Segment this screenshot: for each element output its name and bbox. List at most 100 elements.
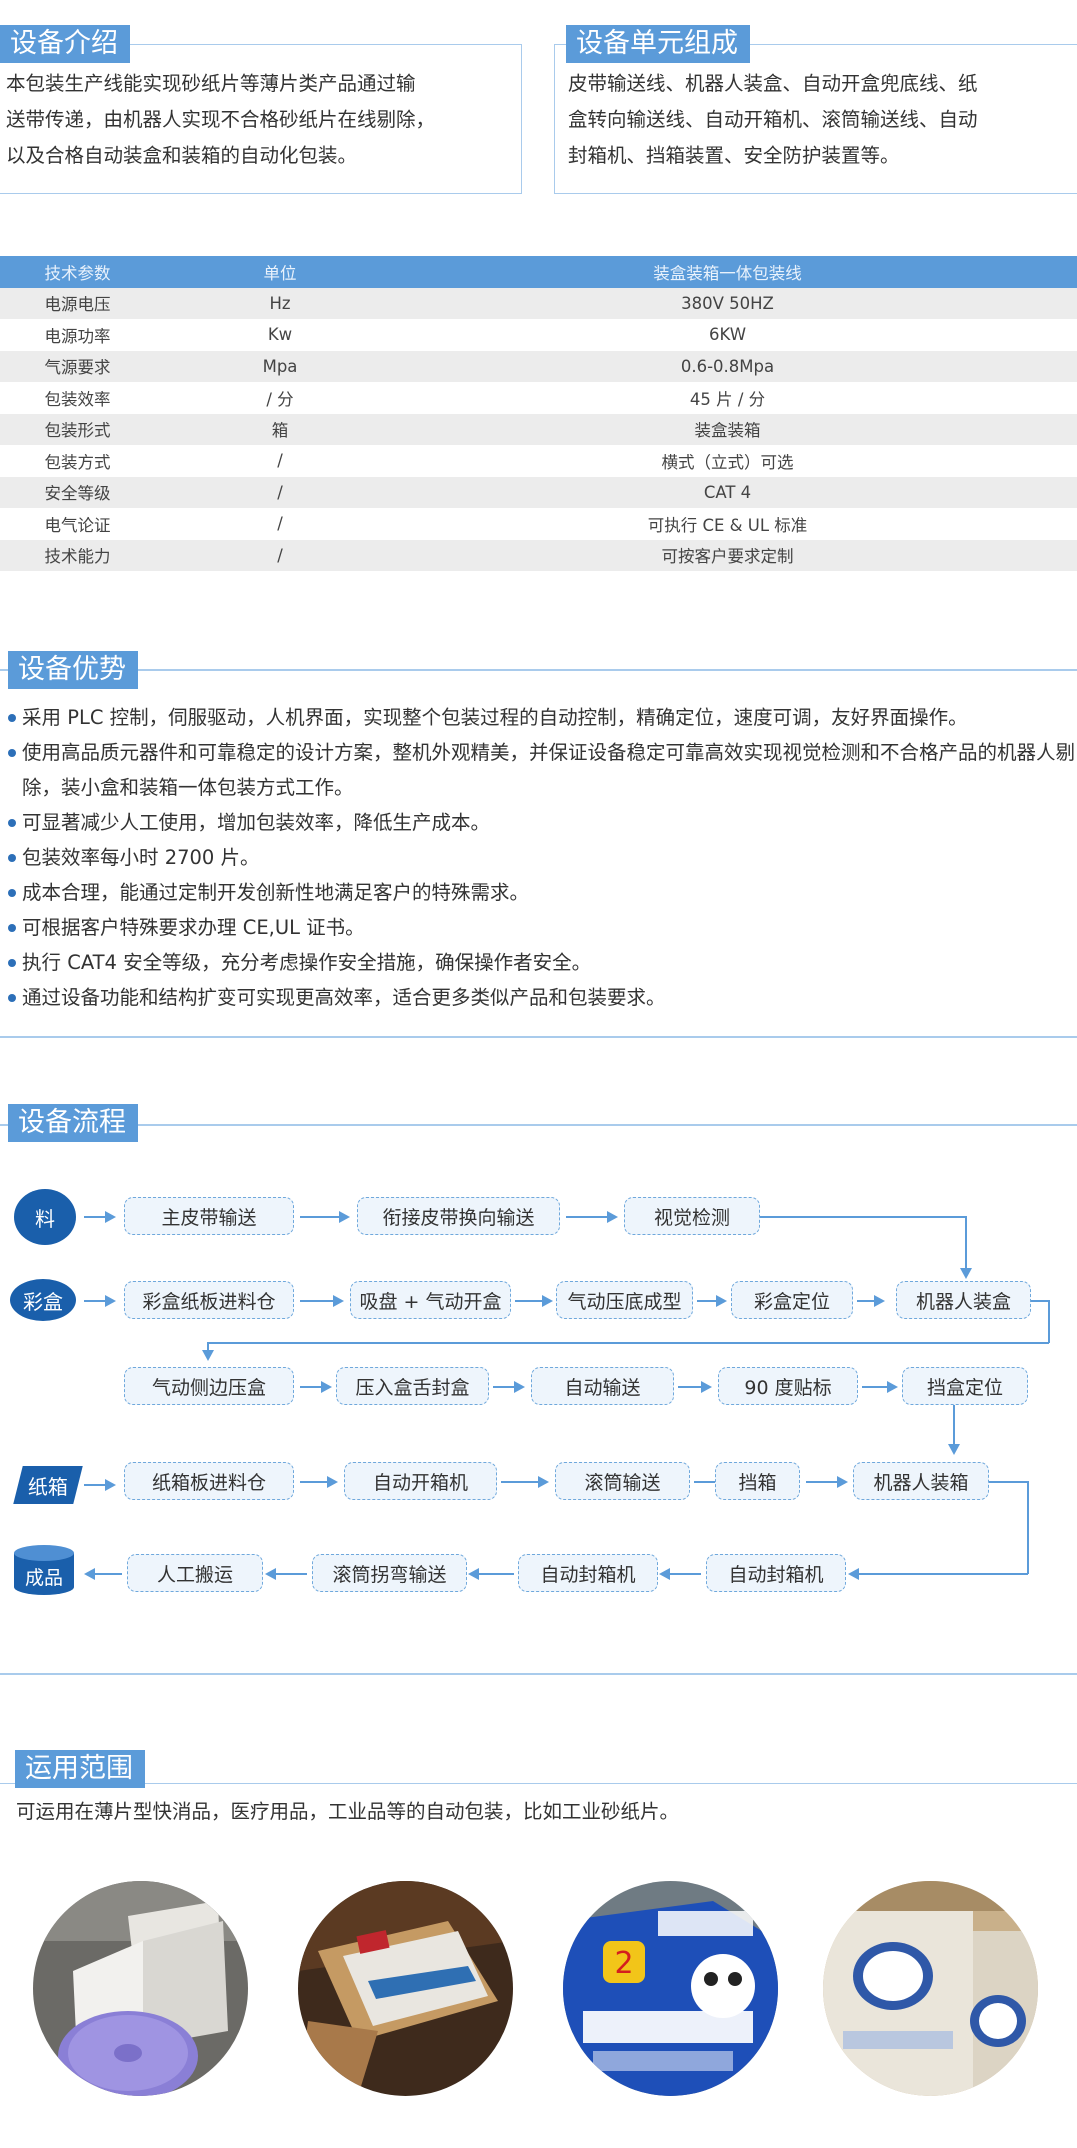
flow-arrow — [806, 1476, 848, 1488]
cell: 380V 50HZ — [681, 293, 774, 313]
divider — [0, 1036, 1077, 1038]
header-value: 装盒装箱一体包装线 — [653, 263, 802, 283]
flow-step: 自动封箱机 — [706, 1554, 846, 1592]
advantages-rule — [0, 669, 1077, 671]
cell: 电源功率 — [44, 326, 111, 346]
carton-label: 纸箱 — [28, 1474, 68, 1499]
flow-step: 自动开箱机 — [344, 1462, 497, 1500]
intro-text: 本包装生产线能实现砂纸片等薄片类产品通过输 送带传递，由机器人实现不合格砂纸片在… — [6, 66, 435, 174]
flow-step: 自动输送 — [531, 1367, 674, 1405]
cell: 包装方式 — [44, 452, 111, 472]
database-icon — [14, 1545, 74, 1595]
flow-arrow — [566, 1211, 618, 1223]
table-row: 安全等级/CAT 4 — [0, 476, 1077, 508]
flow-connector — [208, 1342, 1049, 1344]
flow-step: 纸箱板进料仓 — [124, 1462, 294, 1500]
divider — [0, 1673, 1077, 1675]
3m-box-photo — [298, 1881, 513, 2096]
process-title: 设备流程 — [8, 1104, 138, 1142]
material-start: 料 — [14, 1189, 76, 1245]
units-line: 封箱机、挡箱装置、安全防护装置等。 — [568, 144, 900, 167]
cell: 可执行 CE & UL 标准 — [647, 515, 808, 535]
cell: / 分 — [266, 389, 294, 409]
colorbox-label: 彩盒 — [23, 1289, 63, 1314]
units-title: 设备单元组成 — [566, 25, 750, 63]
flow-step: 气动压底成型 — [556, 1281, 693, 1319]
cell: 电源电压 — [44, 295, 111, 315]
flow-arrow — [300, 1381, 332, 1393]
cell: 电气论证 — [44, 515, 111, 535]
flow-step: 机器人装箱 — [853, 1462, 989, 1500]
flow-connector — [960, 1216, 972, 1279]
flow-arrow — [697, 1295, 727, 1307]
flow-step: 气动侧边压盒 — [124, 1367, 294, 1405]
table-row: 包装效率 / 分 45 片 / 分 — [0, 382, 1077, 414]
flow-arrow — [493, 1381, 525, 1393]
scope-title: 运用范围 — [15, 1750, 145, 1788]
svg-text:2: 2 — [614, 1946, 633, 1981]
flow-arrow — [678, 1381, 712, 1393]
table-row: 包装形式箱装盒装箱 — [0, 413, 1077, 445]
flow-connector — [202, 1342, 214, 1361]
flow-step: 机器人装盒 — [896, 1281, 1031, 1319]
cell: 包装效率 — [44, 389, 111, 409]
flow-step: 挡盒定位 — [902, 1367, 1028, 1405]
flow-arrow — [84, 1211, 116, 1223]
intro-line: 以及合格自动装盒和装箱的自动化包装。 — [6, 144, 358, 167]
flow-step: 吸盘 + 气动开盒 — [350, 1281, 511, 1319]
intro-line: 送带传递，由机器人实现不合格砂纸片在线剔除， — [6, 108, 436, 131]
flow-step: 自动封箱机 — [518, 1554, 658, 1592]
intro-title: 设备介绍 — [0, 25, 130, 63]
cell: / — [277, 514, 283, 534]
flow-step: 滚筒输送 — [555, 1462, 690, 1500]
flow-arrow — [501, 1476, 549, 1488]
units-line: 皮带输送线、机器人装盒、自动开盒兜底线、纸 — [568, 72, 978, 95]
flow-arrow — [862, 1381, 898, 1393]
cell: Mpa — [262, 356, 298, 376]
table-row: 技术能力/可按客户要求定制 — [0, 539, 1077, 571]
list-item: 采用 PLC 控制，伺服驱动，人机界面，实现整个包装过程的自动控制，精确定位，速… — [8, 700, 1077, 735]
cell: CAT 4 — [703, 482, 752, 502]
cell: / — [277, 451, 283, 471]
list-item: 执行 CAT4 安全等级，充分考虑操作安全措施，确保操作者安全。 — [8, 945, 1077, 980]
scope-box — [0, 1783, 1077, 2148]
advantages-list: 采用 PLC 控制，伺服驱动，人机界面，实现整个包装过程的自动控制，精确定位，速… — [8, 700, 1077, 1015]
units-text: 皮带输送线、机器人装盒、自动开盒兜底线、纸 盒转向输送线、自动开箱机、滚筒输送线… — [568, 66, 978, 174]
cell: 45 片 / 分 — [689, 389, 766, 409]
cell: 技术能力 — [44, 547, 111, 567]
list-item: 可显著减少人工使用，增加包装效率，降低生产成本。 — [8, 805, 1077, 840]
snack-box-photo: 2 — [563, 1881, 778, 2096]
scope-text: 可运用在薄片型快消品，医疗用品，工业品等的自动包装，比如工业砂纸片。 — [16, 1800, 680, 1823]
flow-arrow — [857, 1295, 885, 1307]
cell: / — [277, 482, 283, 502]
flow-connector — [989, 1481, 1028, 1483]
list-item: 成本合理，能通过定制开发创新性地满足客户的特殊需求。 — [8, 875, 1077, 910]
cell: 装盒装箱 — [694, 421, 761, 441]
list-item: 使用高品质元器件和可靠稳定的设计方案，整机外观精美，并保证设备稳定可靠高效实现视… — [8, 735, 1077, 805]
flow-step: 挡箱 — [715, 1462, 800, 1500]
flow-arrow — [265, 1568, 307, 1580]
flow-arrow — [84, 1568, 122, 1580]
flow-arrow — [468, 1568, 514, 1580]
cell: 横式（立式）可选 — [661, 452, 794, 472]
cell: 气源要求 — [44, 358, 111, 378]
flow-step: 主皮带输送 — [124, 1197, 294, 1235]
flow-arrow — [300, 1476, 338, 1488]
flow-arrow — [515, 1295, 553, 1307]
table-header: 技术参数 单位 装盒装箱一体包装线 — [0, 256, 1077, 288]
flow-step: 视觉检测 — [624, 1197, 760, 1235]
carton-start: 纸箱 — [13, 1466, 83, 1504]
flow-arrow — [659, 1568, 701, 1580]
process-rule — [0, 1124, 1077, 1126]
flow-step: 滚筒拐弯输送 — [312, 1554, 467, 1592]
advantages-title: 设备优势 — [8, 651, 138, 689]
table-row: 电气论证 / 可执行 CE & UL 标准 — [0, 508, 1077, 540]
flow-connector — [760, 1216, 966, 1218]
flow-arrow — [848, 1568, 1028, 1580]
material-label: 料 — [35, 1206, 55, 1231]
list-item: 包装效率每小时 2700 片。 — [8, 840, 1077, 875]
header-unit: 单位 — [263, 263, 297, 283]
flow-step: 彩盒纸板进料仓 — [124, 1281, 294, 1319]
